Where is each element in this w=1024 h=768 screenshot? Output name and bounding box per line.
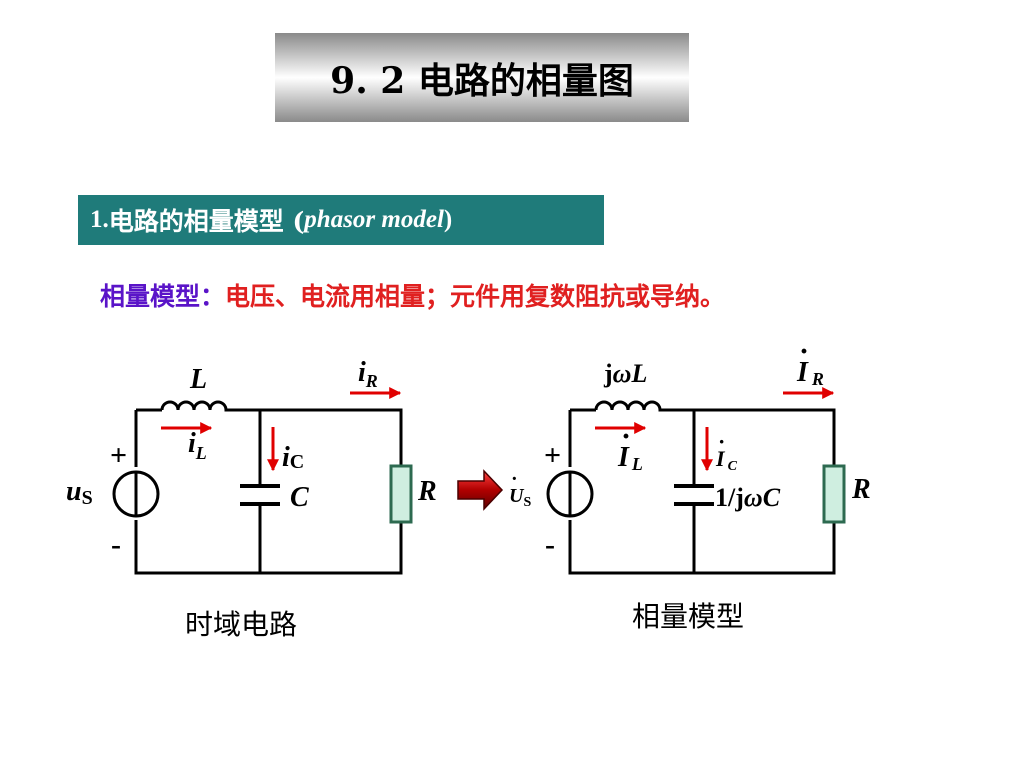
phasor-label-minus: - — [545, 528, 555, 561]
resistor — [389, 464, 413, 524]
phasor-inductor-coil — [594, 400, 664, 412]
section-heading: 1. 电路的相量模型 ( phasor model ) — [78, 195, 604, 245]
dot-US: · — [511, 468, 518, 490]
label-plus: + — [110, 439, 127, 472]
phasor-wire-left — [568, 408, 836, 575]
label-L: L — [189, 364, 207, 395]
label-minus: - — [111, 528, 121, 561]
label-C: C — [290, 482, 309, 513]
section-close: ) — [443, 206, 453, 233]
label-iC: iC — [282, 442, 304, 473]
phasor-label-R: R — [851, 474, 871, 505]
label-1-jwC: 1/jωC — [715, 483, 781, 512]
phasor-label-plus: + — [544, 439, 561, 472]
transform-arrow — [457, 469, 504, 511]
label-jwL: jωL — [603, 359, 647, 388]
phasor-resistor — [822, 464, 846, 524]
section-number: 1. — [90, 206, 109, 233]
wire-left — [134, 408, 403, 575]
section-text: 电路的相量模型 ( — [108, 207, 305, 236]
label-iR: iR — [358, 357, 378, 391]
definition-line: 相量模型：电压、电流用相量；元件用复数阻抗或导纳。 — [100, 277, 725, 313]
definition-term: 相量模型： — [100, 282, 226, 311]
slide-title: 9. 2 电路的相量图 — [275, 33, 689, 122]
section-english: phasor model — [304, 206, 444, 233]
label-US: US — [509, 485, 531, 510]
caption-phasor: 相量模型 — [632, 600, 744, 633]
caption-time-domain: 时域电路 — [185, 608, 297, 641]
dot-IR: · — [799, 335, 809, 368]
definition-desc: 电压、电流用相量；元件用复数阻抗或导纳。 — [225, 282, 726, 311]
inductor-coil — [160, 400, 230, 412]
dot-IL: · — [621, 420, 631, 453]
label-R: R — [417, 476, 437, 507]
label-uS: uS — [66, 476, 93, 509]
label-iL: iL — [188, 428, 207, 463]
dot-IC: · — [718, 429, 725, 454]
time-domain-circuit: L iR iL iC C R uS + - 时域电路 — [66, 357, 437, 641]
